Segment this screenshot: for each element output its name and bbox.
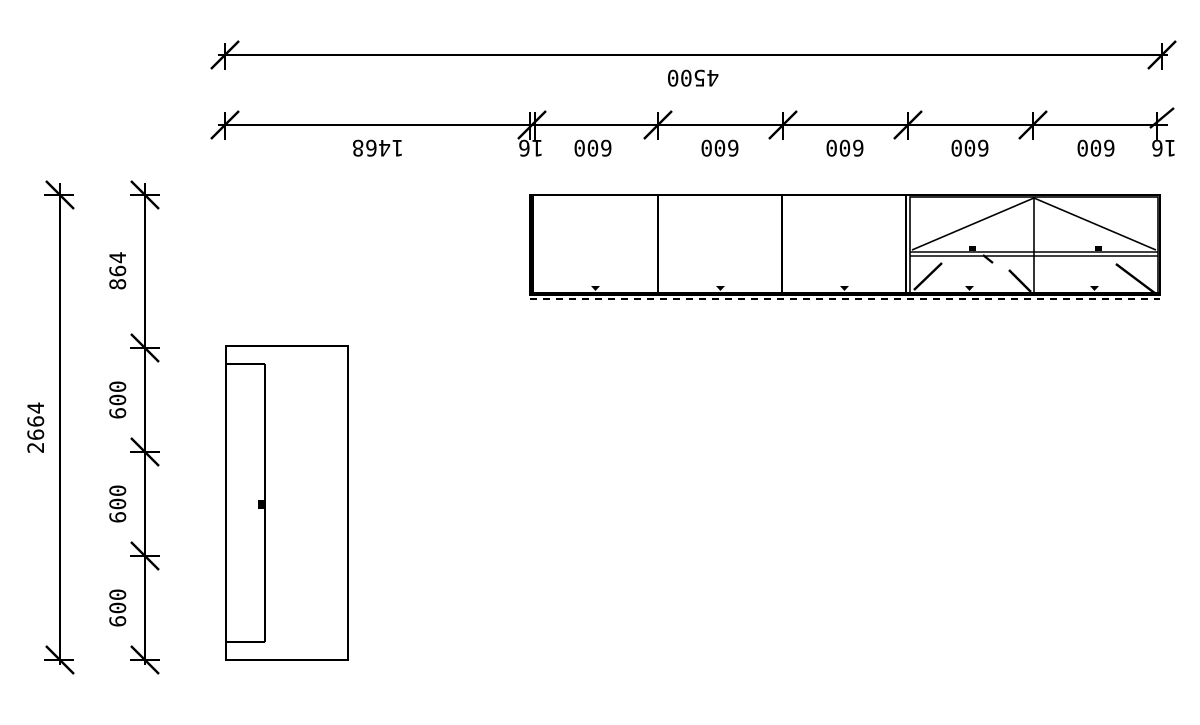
dim-cabinet-3: 600 [825, 134, 865, 159]
dim-height-lower: 600 [107, 588, 132, 628]
dim-filler-left: 16 [518, 134, 545, 159]
dim-cabinet-2: 600 [700, 134, 740, 159]
overall-width-dimension: 4500 [210, 40, 1177, 89]
overall-height-label: 2664 [25, 402, 50, 455]
dim-cabinet-5: 600 [1076, 134, 1116, 159]
segment-width-dimensions: 1468 16 600 600 600 600 600 16 [210, 107, 1178, 159]
cabinet-door-2 [716, 286, 725, 291]
dim-height-top: 864 [107, 251, 132, 291]
glass-cabinet [909, 196, 1159, 295]
overall-height-dimension: 2664 [25, 180, 75, 675]
dim-height-upper: 600 [107, 380, 132, 420]
cabinet-door-1 [591, 286, 600, 291]
tall-cabinet [225, 345, 349, 661]
overall-width-label: 4500 [667, 64, 720, 89]
cabinet-door-3 [840, 286, 849, 291]
wall-cabinet-row [529, 194, 1161, 300]
dim-cabinet-4: 600 [950, 134, 990, 159]
segment-height-dimensions: 864 600 600 600 [107, 180, 160, 675]
dim-filler-right: 16 [1151, 134, 1178, 159]
dim-left-gap: 1468 [352, 134, 405, 159]
dim-cabinet-1: 600 [573, 134, 613, 159]
dim-height-middle: 600 [107, 484, 132, 524]
